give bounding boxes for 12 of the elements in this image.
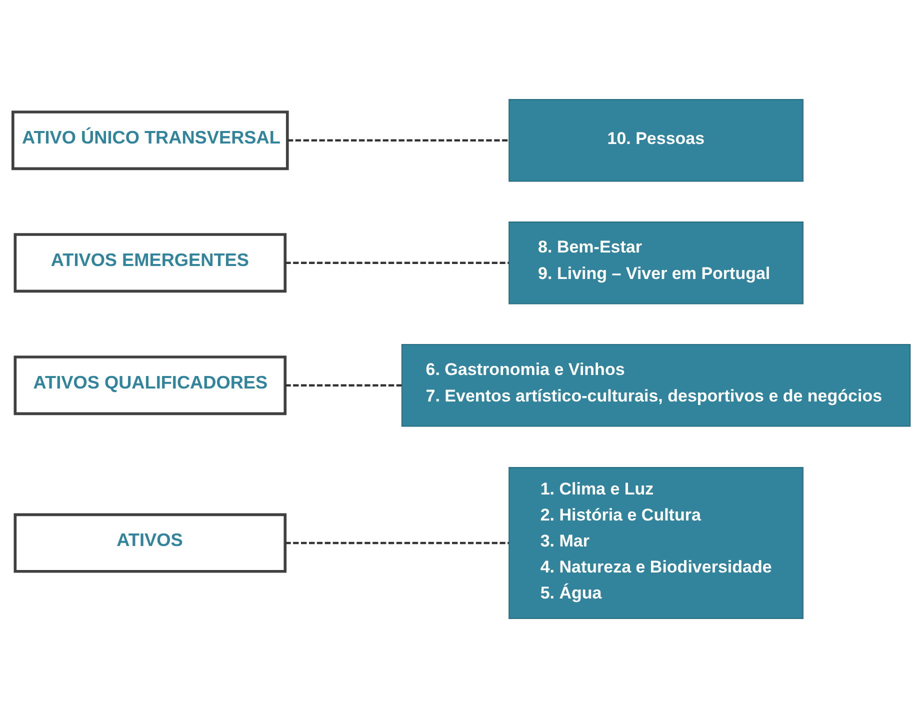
connector: [288, 138, 509, 141]
node-box: 1. Clima e Luz 2. História e Cultura 3. Mar 4. Natureza e Biodiversidade 5. Água: [508, 466, 804, 619]
node-box: ATIVO ÚNICO TRANSVERSAL: [11, 110, 289, 170]
node-box: 10. Pessoas: [508, 98, 804, 182]
node-box: ATIVOS QUALIFICADORES: [14, 355, 287, 415]
connector: [285, 384, 402, 386]
connector: [285, 541, 509, 544]
node-box: ATIVOS EMERGENTES: [14, 232, 287, 292]
node-box: 8. Bem-Estar 9. Living – Viver em Portugal: [508, 220, 804, 304]
node-box: 6. Gastronomia e Vinhos 7. Eventos artístico-culturais, desportivos e de negócios: [401, 343, 911, 426]
connector: [285, 261, 509, 264]
node-box: ATIVOS: [14, 512, 287, 572]
